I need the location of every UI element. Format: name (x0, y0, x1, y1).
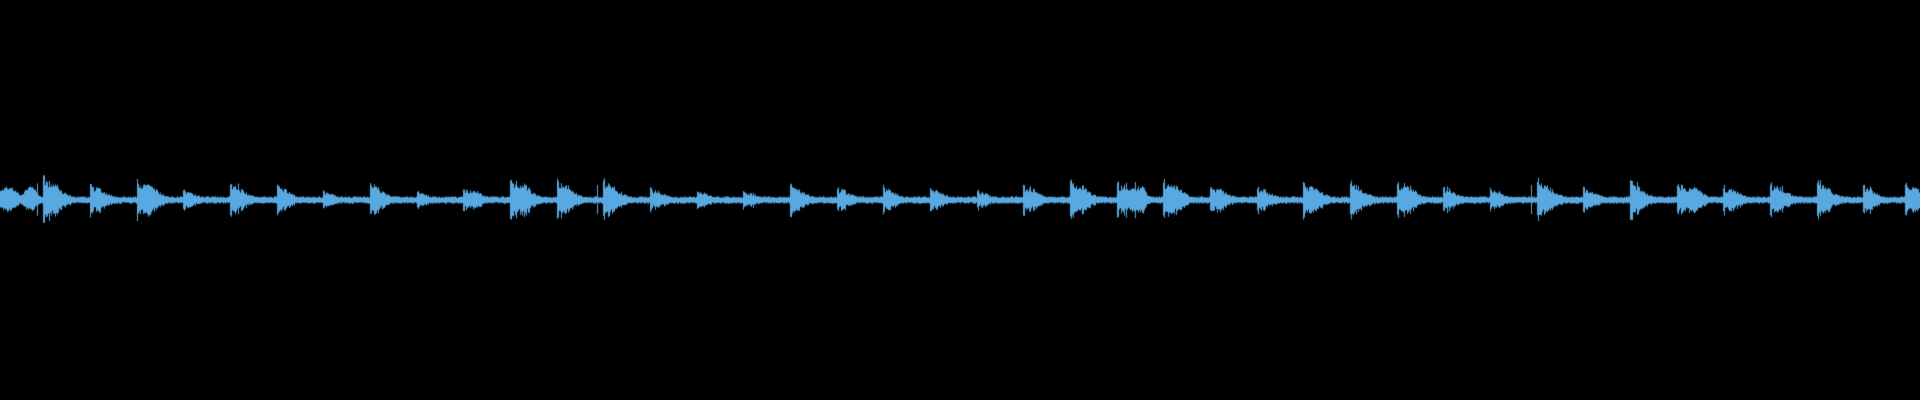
audio-waveform[interactable] (0, 0, 1920, 400)
waveform-strip (0, 0, 1920, 400)
